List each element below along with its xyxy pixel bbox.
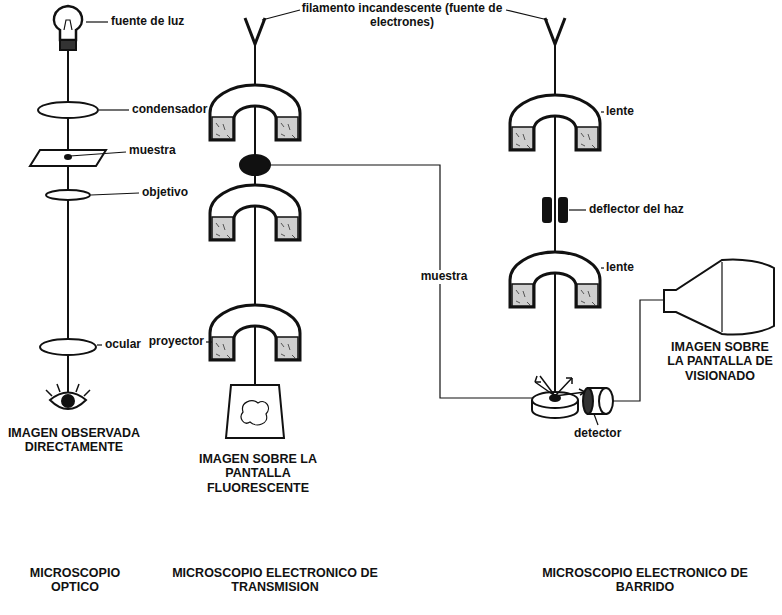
lens-magnet: [510, 95, 600, 150]
fluorescent-screen: [226, 385, 284, 438]
part-label: lente: [606, 105, 656, 119]
slide: [30, 150, 106, 166]
part-label: fuente de luz: [111, 15, 201, 29]
ocular-lens: [40, 339, 96, 355]
microscope-title: MICROSCOPIO ELECTRONICO DE BARRIDO: [530, 566, 760, 595]
specimen-leader: [270, 165, 538, 398]
filament: [245, 18, 265, 44]
lens-magnet: [510, 252, 600, 307]
image-caption: IMAGEN OBSERVADA DIRECTAMENTE: [4, 426, 144, 455]
part-label: muestra: [129, 144, 199, 158]
part-label: proyector: [140, 335, 204, 349]
sem-specimen: [532, 376, 585, 418]
beam-deflector: [543, 198, 551, 222]
microscope-title: MICROSCOPIO OPTICO: [15, 566, 135, 595]
part-label: condensador: [132, 103, 222, 117]
part-label: muestra: [416, 270, 472, 284]
specimen: [240, 155, 270, 175]
part-label: deflector del haz: [589, 203, 699, 217]
part-label: lente: [606, 261, 656, 275]
projector-magnet: [210, 305, 300, 360]
part-label: filamento incandescente (fuente de elect…: [300, 2, 504, 30]
image-caption: IMAGEN SOBRE LA PANTALLA DE VISIONADO: [662, 340, 778, 383]
condenser-lens: [38, 102, 98, 118]
signal-wire: [613, 300, 664, 401]
detector: [583, 388, 613, 414]
light-bulb: [54, 6, 82, 50]
eye: [50, 393, 86, 410]
part-label: detector: [574, 427, 644, 441]
image-caption: IMAGEN SOBRE LA PANTALLA FLUORESCENTE: [198, 452, 318, 495]
objective-lens: [46, 190, 90, 200]
microscope-title: MICROSCOPIO ELECTRONICO DE TRANSMISION: [160, 566, 390, 595]
viewing-screen: [664, 259, 774, 334]
objective-magnet: [210, 185, 300, 240]
condenser-magnet: [210, 85, 300, 140]
part-label: objetivo: [142, 186, 212, 200]
